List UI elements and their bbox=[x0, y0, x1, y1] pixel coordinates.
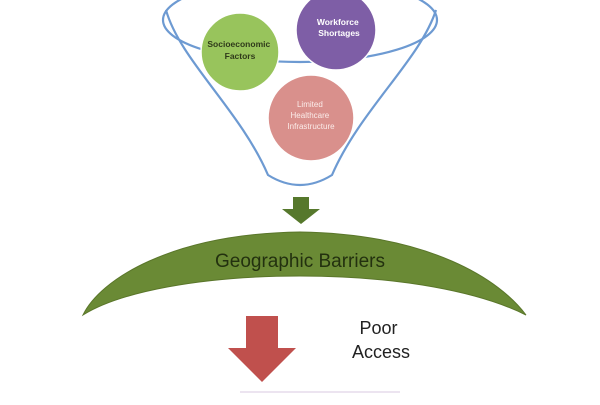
geographic-barriers-label: Geographic Barriers bbox=[215, 251, 385, 272]
workforce-label-line-1: Workforce bbox=[317, 17, 359, 27]
socioeconomic-factors-label: Socioeconomic Factors bbox=[207, 39, 272, 61]
funnel-down-arrow bbox=[282, 197, 320, 224]
funnel-rim bbox=[161, 0, 439, 64]
geographic-barriers-arc: Geographic Barriers bbox=[81, 231, 527, 317]
workforce-shortages-circle bbox=[295, 0, 377, 71]
poor-access-line-1: Poor bbox=[359, 318, 397, 338]
limited-healthcare-infrastructure-node: Limited Healthcare Infrastructure bbox=[267, 74, 355, 162]
workforce-label-line-2: Shortages bbox=[318, 28, 360, 38]
workforce-shortages-node: Workforce Shortages bbox=[295, 0, 377, 71]
socioeconomic-factors-circle bbox=[200, 12, 280, 92]
poor-access-arrow bbox=[228, 316, 296, 382]
workforce-shortages-label: Workforce Shortages bbox=[317, 17, 361, 38]
infrastructure-label-line-3: Infrastructure bbox=[287, 122, 335, 131]
socioeconomic-label-line-1: Socioeconomic bbox=[207, 39, 270, 49]
socioeconomic-factors-node: Socioeconomic Factors bbox=[200, 12, 280, 92]
geographic-barriers-band bbox=[81, 231, 527, 317]
poor-access-label: Poor Access bbox=[352, 318, 410, 362]
limited-healthcare-infrastructure-label: Limited Healthcare Infrastructure bbox=[287, 100, 335, 131]
poor-access-line-2: Access bbox=[352, 342, 410, 362]
infrastructure-label-line-1: Limited bbox=[297, 100, 323, 109]
limited-healthcare-infrastructure-circle bbox=[267, 74, 355, 162]
socioeconomic-label-line-2: Factors bbox=[225, 51, 256, 61]
infrastructure-label-line-2: Healthcare bbox=[291, 111, 330, 120]
